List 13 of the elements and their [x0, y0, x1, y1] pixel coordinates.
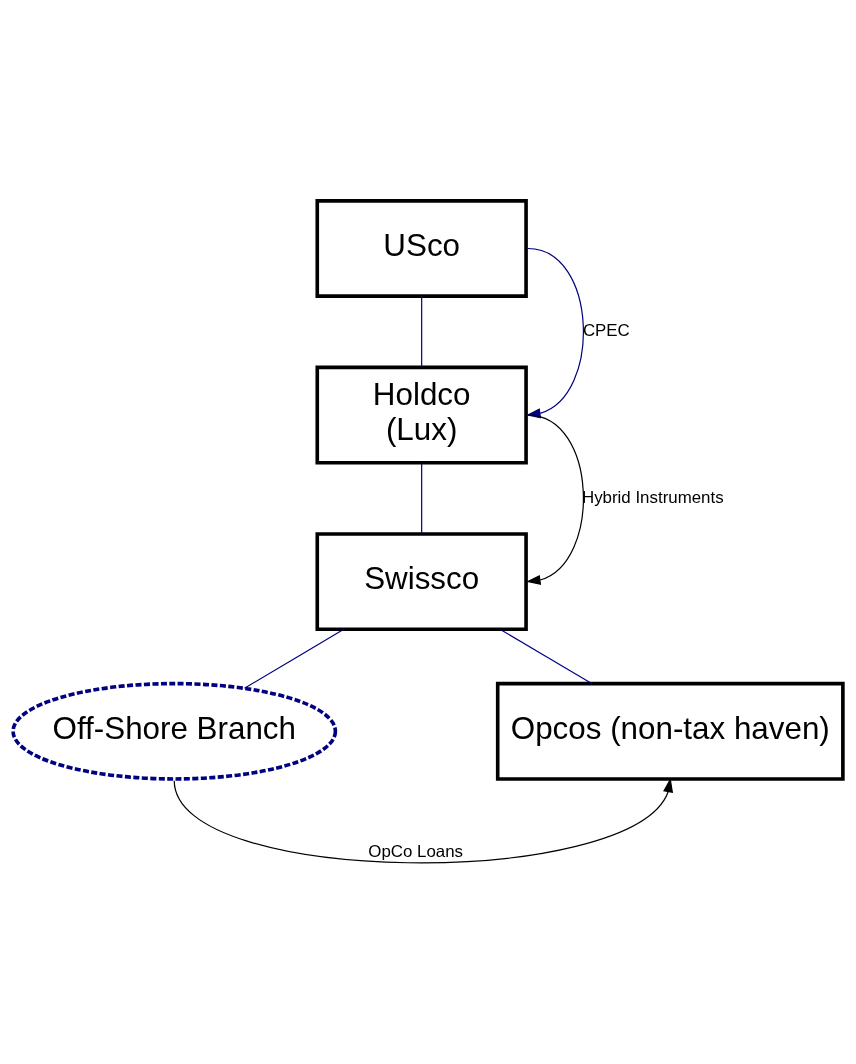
- node-ellipse: Off-Shore Branch: [11, 681, 338, 781]
- connector: [499, 628, 593, 685]
- connector: [421, 295, 423, 368]
- node-box: USco: [315, 199, 528, 298]
- arrow: [526, 414, 584, 585]
- edge-label: OpCo Loans: [368, 842, 464, 862]
- node-box: Swissco: [315, 532, 528, 632]
- node-box: Holdco (Lux): [315, 365, 528, 465]
- edge-label: CPEC: [582, 321, 630, 341]
- connector: [243, 628, 344, 689]
- node-box: Opcos (non-tax haven): [495, 681, 845, 781]
- arrow: [173, 777, 674, 864]
- connector: [421, 462, 423, 535]
